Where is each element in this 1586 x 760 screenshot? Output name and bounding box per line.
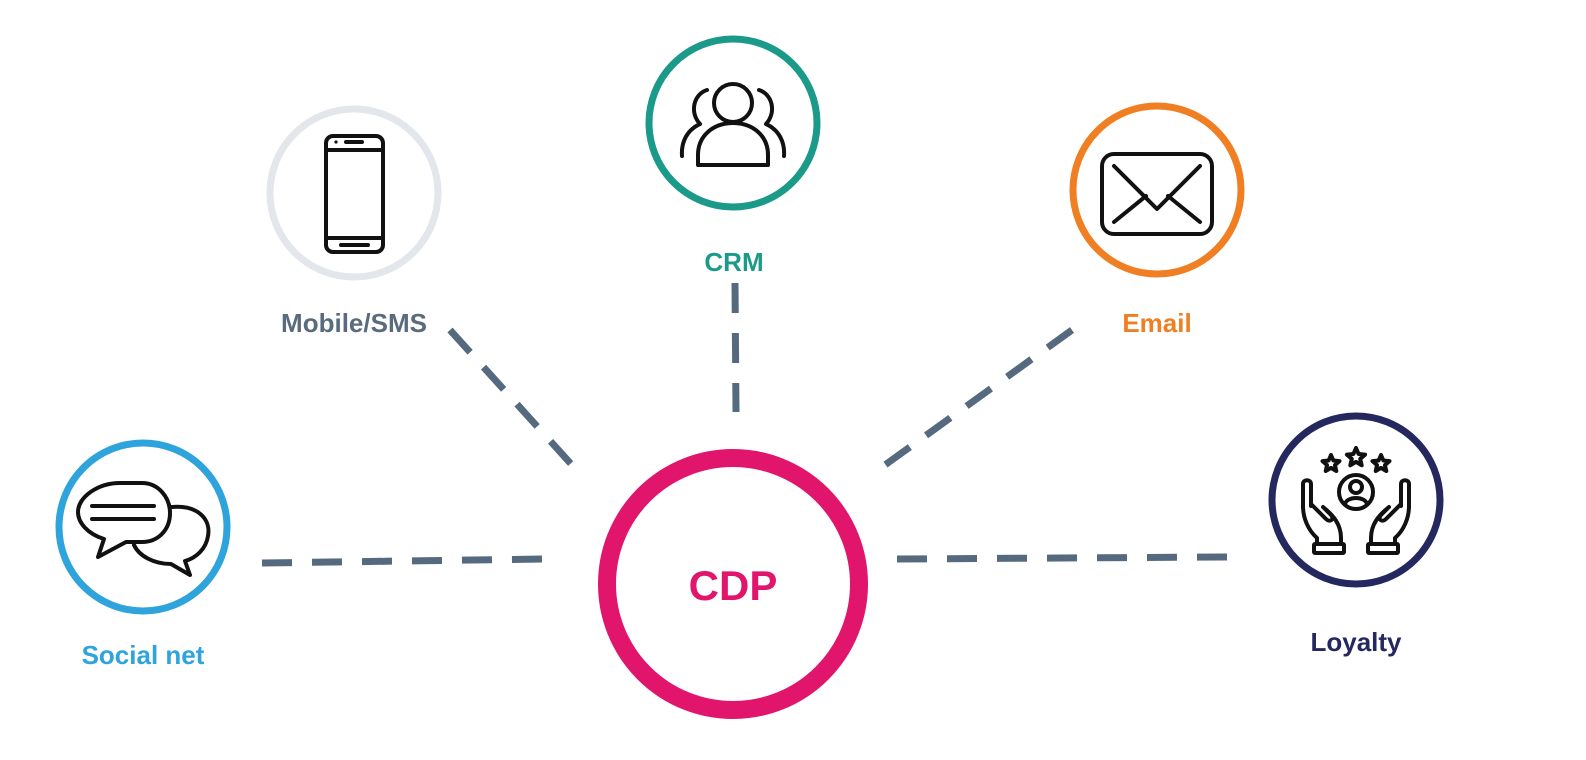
envelope-icon: [1100, 152, 1214, 236]
cdp-hub-circle: [598, 449, 868, 719]
label-mobile-sms: Mobile/SMS: [281, 308, 427, 338]
label-loyalty: Loyalty: [1310, 627, 1402, 657]
cdp-hub-label: CDP: [688, 562, 778, 609]
smartphone-icon: [324, 134, 385, 254]
connector-mobile: [447, 327, 575, 468]
connector-social: [261, 555, 546, 567]
connector-crm: [731, 282, 740, 413]
people-group-icon: [679, 82, 787, 167]
node-crm: [645, 35, 821, 211]
connector-loyalty: [896, 553, 1229, 563]
node-social: [55, 439, 231, 615]
label-social-net: Social net: [81, 640, 205, 670]
node-email: [1069, 102, 1245, 278]
node-loyalty: [1268, 412, 1444, 588]
label-email: Email: [1122, 308, 1192, 338]
node-mobile: [266, 105, 442, 281]
hands-stars-icon: [1301, 446, 1411, 555]
chat-bubbles-icon: [76, 481, 211, 577]
connector-email: [882, 327, 1075, 468]
label-crm: CRM: [704, 247, 764, 277]
